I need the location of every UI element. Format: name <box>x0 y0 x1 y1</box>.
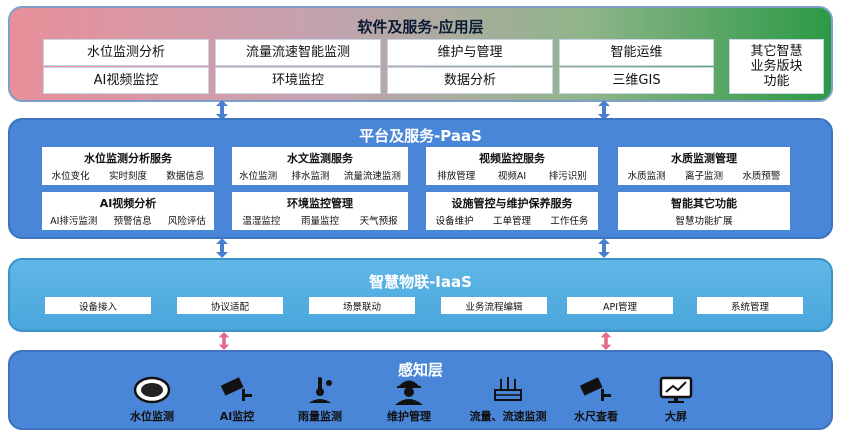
sensor-label: 水位监测 <box>130 410 174 423</box>
platform-panel-water-level[interactable]: 水位监测分析服务 水位变化 实时刻度 数据信息 <box>42 147 214 185</box>
sensor-label: 维护管理 <box>387 410 431 423</box>
worker-icon <box>395 380 423 405</box>
panel-item: 水位变化 <box>51 171 90 182</box>
panel-item: 离子监测 <box>684 171 723 182</box>
panel-item: 设备维护 <box>435 216 474 227</box>
panel-item: AI排污监测 <box>50 216 98 227</box>
platform-panel-hydrology[interactable]: 水文监测服务 水位监测 排水监测 流量流速监测 <box>232 147 408 185</box>
double-arrow-icon <box>218 332 230 350</box>
sensor-maintenance[interactable]: 维护管理 <box>369 375 449 424</box>
sensor-label: AI监控 <box>219 410 255 423</box>
platform-panel-water-quality[interactable]: 水质监测管理 水质监测 离子监测 水质预警 <box>618 147 790 185</box>
panel-item: 实时刻度 <box>108 171 147 182</box>
iot-item-device-access[interactable]: 设备接入 <box>45 297 151 314</box>
iot-layer: 智慧物联-IaaS <box>8 258 833 332</box>
panel-item: 雨量监控 <box>300 216 339 227</box>
monitor-icon <box>659 376 693 403</box>
sensor-label: 大屏 <box>665 410 687 423</box>
app-item-water-level[interactable]: 水位监测分析 <box>43 39 209 66</box>
panel-item: 风险评估 <box>167 216 206 227</box>
iot-item-workflow[interactable]: 业务流程编辑 <box>441 297 547 314</box>
panel-title: 水文监测服务 <box>287 152 353 165</box>
sensor-label: 雨量监测 <box>298 410 342 423</box>
platform-panel-facilities[interactable]: 设施管控与维护保养服务 设备维护 工单管理 工作任务 <box>426 192 598 230</box>
sensor-gauge-view[interactable]: 水尺查看 <box>556 375 636 424</box>
iot-item-protocol[interactable]: 协议适配 <box>177 297 283 314</box>
app-item-environment[interactable]: 环境监控 <box>215 67 381 94</box>
panel-title: 视频监控服务 <box>479 152 545 165</box>
iot-item-scene-linkage[interactable]: 场景联动 <box>309 297 415 314</box>
panel-item: 排放管理 <box>437 171 476 182</box>
sensor-big-screen[interactable]: 大屏 <box>636 375 716 424</box>
panel-item: 视频AI <box>497 171 527 182</box>
app-item-other[interactable]: 其它智慧 业务版块 功能 <box>729 39 824 94</box>
panel-item: 水质预警 <box>742 171 781 182</box>
rain-gauge-icon <box>309 377 332 403</box>
platform-panel-video[interactable]: 视频监控服务 排放管理 视频AI 排污识别 <box>426 147 598 185</box>
panel-item: 天气预报 <box>359 216 398 227</box>
panel-item: 工单管理 <box>492 216 531 227</box>
sensor-label: 流量、流速监测 <box>469 410 547 423</box>
panel-title: 水质监测管理 <box>671 152 737 165</box>
panel-item: 工作任务 <box>550 216 589 227</box>
panel-item: 流量流速监测 <box>343 171 401 182</box>
panel-item: 排水监测 <box>291 171 330 182</box>
panel-title: 水位监测分析服务 <box>84 152 172 165</box>
panel-title: AI视频分析 <box>99 197 157 210</box>
double-arrow-icon <box>598 100 610 120</box>
platform-panel-environment[interactable]: 环境监控管理 温湿监控 雨量监控 天气预报 <box>232 192 408 230</box>
panel-title: 智能其它功能 <box>671 197 737 210</box>
panel-item: 预警信息 <box>113 216 152 227</box>
sensor-flow-meter[interactable]: 流量、流速监测 <box>458 375 558 424</box>
iot-item-api[interactable]: API管理 <box>567 297 673 314</box>
camera-icon <box>579 377 611 401</box>
panel-item: 数据信息 <box>166 171 205 182</box>
panel-item: 智慧功能扩展 <box>675 216 733 227</box>
app-item-maintenance[interactable]: 维护与管理 <box>387 39 553 66</box>
double-arrow-icon <box>600 332 612 350</box>
application-layer-title: 软件及服务-应用层 <box>357 18 484 36</box>
platform-panel-other[interactable]: 智能其它功能 智慧功能扩展 <box>618 192 790 230</box>
double-arrow-icon <box>216 238 228 258</box>
water-level-sensor-icon <box>133 376 171 404</box>
iot-item-system[interactable]: 系统管理 <box>697 297 803 314</box>
panel-title: 设施管控与维护保养服务 <box>451 197 573 210</box>
app-item-ai-video[interactable]: AI视频监控 <box>43 67 209 94</box>
platform-panel-ai-video[interactable]: AI视频分析 AI排污监测 预警信息 风险评估 <box>42 192 214 230</box>
panel-title: 环境监控管理 <box>287 197 353 210</box>
sensor-rain-gauge[interactable]: 雨量监测 <box>280 375 360 424</box>
app-item-data-analysis[interactable]: 数据分析 <box>387 67 553 94</box>
app-item-smart-ops[interactable]: 智能运维 <box>559 39 714 66</box>
camera-icon <box>220 377 252 401</box>
panel-item: 水质监测 <box>627 171 666 182</box>
sensor-label: 水尺查看 <box>574 410 618 423</box>
iot-layer-title: 智慧物联-IaaS <box>369 273 472 291</box>
double-arrow-icon <box>598 238 610 258</box>
perception-layer-title: 感知层 <box>397 361 443 379</box>
sensor-water-level[interactable]: 水位监测 <box>112 375 192 424</box>
app-item-3d-gis[interactable]: 三维GIS <box>559 67 714 94</box>
double-arrow-icon <box>216 100 228 120</box>
app-item-flow-monitor[interactable]: 流量流速智能监测 <box>215 39 381 66</box>
sensor-ai-camera[interactable]: AI监控 <box>197 375 277 424</box>
panel-item: 水位监测 <box>239 171 278 182</box>
panel-item: 排污识别 <box>548 171 587 182</box>
flow-meter-icon <box>494 377 522 401</box>
platform-layer-title: 平台及服务-PaaS <box>359 127 482 145</box>
panel-item: 温湿监控 <box>242 216 281 227</box>
